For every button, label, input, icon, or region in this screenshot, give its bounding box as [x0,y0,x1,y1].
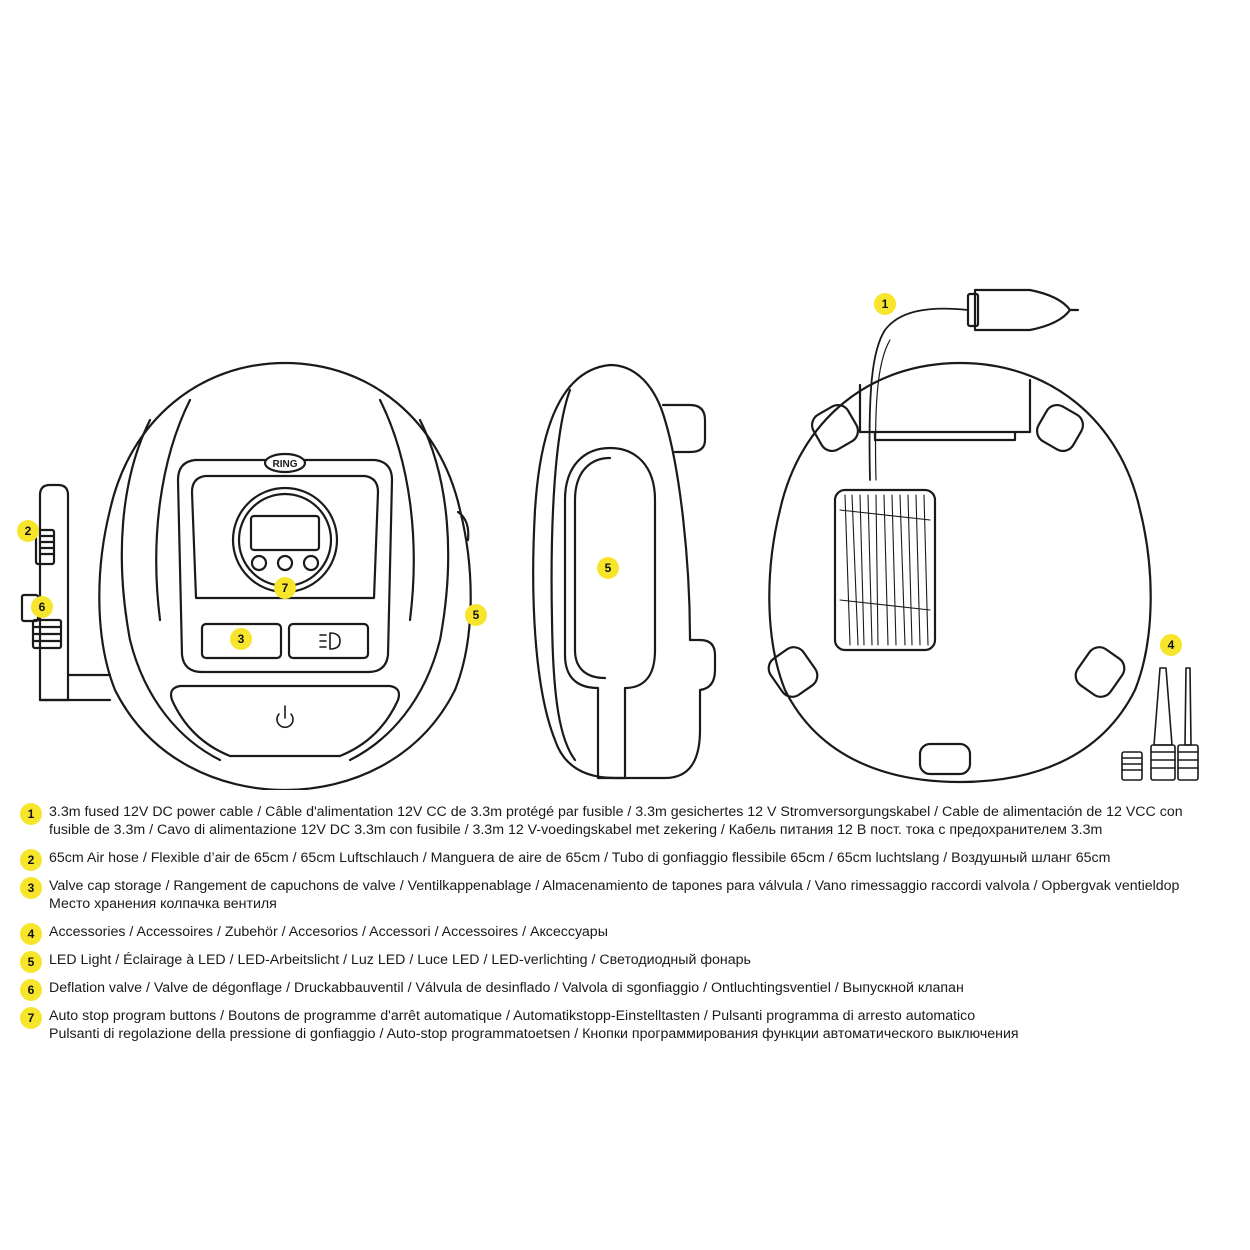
legend-badge: 7 [20,1007,42,1029]
legend: 1 3.3m fused 12V DC power cable / Câble d… [20,803,1240,1053]
legend-text: 3.3m fused 12V DC power cable / Câble d'… [49,804,1183,820]
control-panel [176,458,394,674]
legend-badge: 3 [20,877,42,899]
program-button-1 [250,554,268,572]
accessories [1121,667,1199,781]
legend-text: Auto stop program buttons / Boutons de p… [49,1008,976,1024]
badge-2: 2 [17,520,39,542]
power-pad [169,684,401,758]
power-icon [276,705,294,729]
legend-item-7: 7 Auto stop program buttons / Boutons de … [20,1007,1240,1043]
legend-item-4: 4 Accessories / Accessoires / Zubehör / A… [20,923,1240,945]
program-button-3 [302,554,320,572]
badge-7: 7 [274,577,296,599]
air-hose [38,483,112,702]
badge-5-front: 5 [465,604,487,626]
lcd-screen [249,514,321,552]
badge-4: 4 [1160,634,1182,656]
legend-text: fusible de 3.3m / Cavo di alimentazione … [49,822,1103,838]
led-light-button [287,622,370,660]
legend-badge: 5 [20,951,42,973]
legend-badge: 1 [20,803,42,825]
legend-text: Accessories / Accessoires / Zubehör / Ac… [49,924,608,940]
legend-badge: 2 [20,849,42,871]
back-body-outer [768,361,1152,784]
legend-badge: 6 [20,979,42,1001]
legend-item-1: 1 3.3m fused 12V DC power cable / Câble d… [20,803,1240,839]
badge-6: 6 [31,596,53,618]
cone-nozzle [1153,667,1173,746]
legend-item-2: 2 65cm Air hose / Flexible d’air de 65cm … [20,849,1240,871]
back-view [767,288,1152,784]
valve-adapter [1121,751,1143,781]
legend-text: Pulsanti di regolazione della pressione … [49,1026,1019,1042]
front-view [20,361,472,792]
legend-badge: 4 [20,923,42,945]
program-button-2 [276,554,294,572]
headlight-icon [319,632,341,650]
legend-text: 65cm Air hose / Flexible d’air de 65cm /… [49,850,1111,866]
legend-item-6: 6 Deflation valve / Valve de dégonflage /… [20,979,1240,1001]
product-diagram: RING 1 2 6 3 7 5 5 4 [17,288,1199,792]
legend-text: Место хранения колпачка вентиля [49,896,277,912]
badge-5-side: 5 [597,557,619,579]
side-view [532,363,717,780]
side-led-panel [563,446,657,780]
legend-text: Valve cap storage / Rangement de capucho… [49,878,1180,894]
legend-item-5: 5 LED Light / Éclairage à LED / LED-Arbei… [20,951,1240,973]
side-body-outer [532,363,717,780]
legend-text: Deflation valve / Valve de dégonflage / … [49,980,964,996]
power-plug [973,288,1072,332]
valve-cap-storage [200,622,283,660]
legend-text: LED Light / Éclairage à LED / LED-Arbeit… [49,952,751,968]
brand-logo: RING [273,459,298,470]
ball-needle [1184,667,1192,746]
badge-3: 3 [230,628,252,650]
legend-item-3: 3 Valve cap storage / Rangement de capuch… [20,877,1240,913]
badge-1: 1 [874,293,896,315]
back-handle-slot [918,742,972,776]
cable-storage [833,488,937,652]
